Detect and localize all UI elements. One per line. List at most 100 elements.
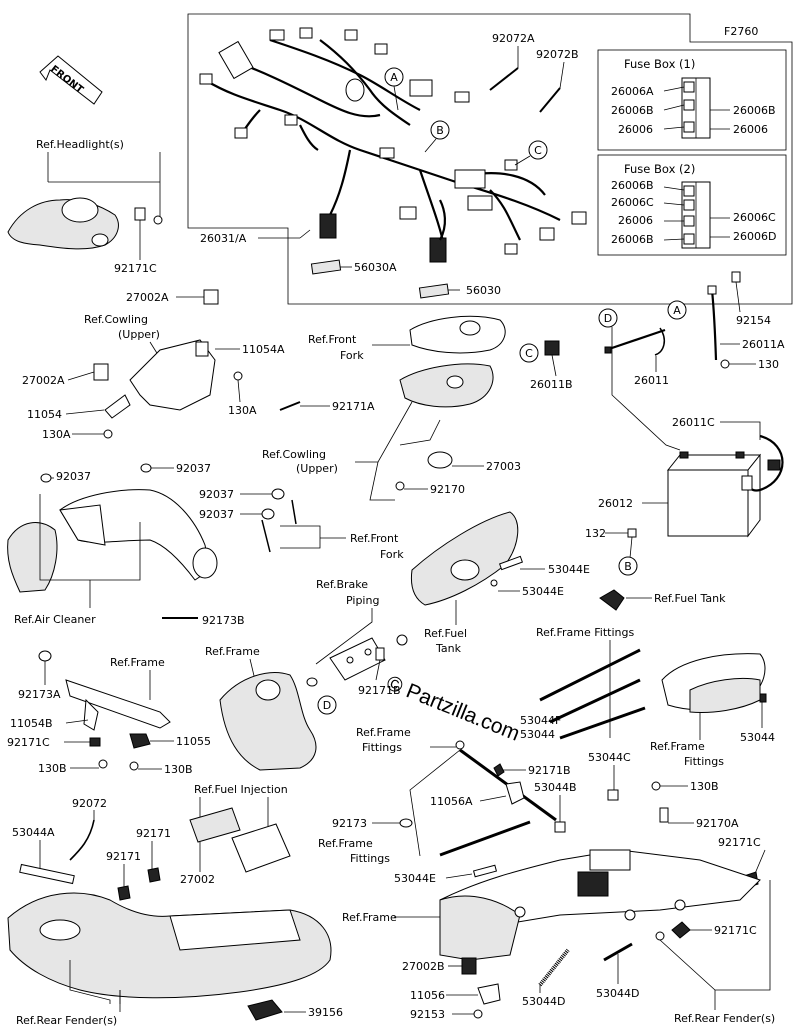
svg-text:C: C <box>534 144 542 157</box>
part-92153-bolt[interactable] <box>473 1009 483 1019</box>
air-cleaner-assembly[interactable] <box>7 489 218 593</box>
part-130A-bolt-b[interactable] <box>233 371 243 381</box>
front-fork-bracket[interactable] <box>395 315 506 491</box>
part-92037-grommet-a[interactable] <box>40 473 52 483</box>
fuse-box-1-left-1: 26006B <box>611 104 654 117</box>
part-27002A-lower[interactable] <box>93 363 109 381</box>
part-53044E-pad-c[interactable] <box>472 864 498 878</box>
svg-text:A: A <box>390 71 398 84</box>
label-92072A: 92072A <box>492 32 535 45</box>
label-92154: 92154 <box>736 314 771 327</box>
part-53044B-pad[interactable] <box>554 821 566 833</box>
label-53044F: 53044F <box>520 714 561 727</box>
label-27003: 27003 <box>486 460 521 473</box>
label-11054: 11054 <box>27 408 62 421</box>
brake-piping-clamp[interactable] <box>306 634 408 687</box>
ecu-unit[interactable] <box>189 807 291 873</box>
label-92171-b: 92171 <box>106 850 141 863</box>
fuse-box-2-right-0: 26006C <box>733 211 776 224</box>
label-53044E-c: 53044E <box>394 872 436 885</box>
label-92037-d: 92037 <box>199 508 234 521</box>
label-53044C: 53044C <box>588 751 631 764</box>
label-26012: 26012 <box>598 497 633 510</box>
part-53044C-pad[interactable] <box>607 789 619 801</box>
headlight-assembly[interactable] <box>7 197 163 250</box>
frame-fitting-rails[interactable] <box>539 648 646 740</box>
label-26011A: 26011A <box>742 338 785 351</box>
label-27002A-a: 27002A <box>126 291 169 304</box>
label-92171C-c: 92171C <box>718 836 761 849</box>
label-53044-a: 53044 <box>520 728 555 741</box>
part-92173-tie[interactable] <box>399 818 413 828</box>
label-92171B-b: 92171B <box>528 764 571 777</box>
fork-clip[interactable] <box>261 499 297 553</box>
label-130A-a: 130A <box>42 428 71 441</box>
part-92171-clip-a[interactable] <box>147 867 161 883</box>
fuel-tank-bracket[interactable] <box>599 589 625 611</box>
part-92154-bolt[interactable] <box>731 271 741 283</box>
part-53044A-pad[interactable] <box>19 863 75 885</box>
fuse-box-2-left-1: 26006C <box>611 196 654 209</box>
part-frame-fitting-bolt[interactable] <box>455 740 465 750</box>
storage-tray[interactable] <box>661 653 767 713</box>
part-26011C-cable[interactable] <box>741 434 784 492</box>
rear-fender-assembly[interactable] <box>7 892 332 999</box>
label-ref-fuel-injection: Ref.Fuel Injection <box>194 783 288 796</box>
fuse-box-1-left-0: 26006A <box>611 85 654 98</box>
part-92171-clip-b[interactable] <box>117 885 131 901</box>
part-92170A-bolt[interactable] <box>659 807 669 823</box>
part-11056-bracket[interactable] <box>477 983 501 1005</box>
part-11056A-bracket[interactable] <box>505 781 525 805</box>
part-92072B-strap[interactable] <box>539 61 565 113</box>
part-27002B-relay[interactable] <box>461 957 477 975</box>
fuse-box-1[interactable]: Fuse Box (1) 26006A 26006B 26006 26006B … <box>597 49 787 151</box>
part-92171B-clip[interactable] <box>493 763 505 777</box>
label-ref-cowling-upper-1b: (Upper) <box>118 328 160 341</box>
part-56030A-pad[interactable] <box>310 259 342 275</box>
part-130B-bolt-b[interactable] <box>129 761 139 771</box>
part-53044E-pad-a[interactable] <box>498 555 524 571</box>
part-26011B[interactable] <box>544 340 560 356</box>
part-53044D-tape-a[interactable] <box>538 948 570 987</box>
cowling-bracket[interactable] <box>104 339 216 419</box>
label-ref-front-fork-2a: Ref.Front <box>350 532 399 545</box>
part-53044D-tape-b[interactable] <box>603 942 633 962</box>
part-92171C-clip-b[interactable] <box>89 737 101 747</box>
callout-C-top: C <box>514 140 548 166</box>
part-130B-bolt-c[interactable] <box>651 781 661 791</box>
part-92037-grommet-d[interactable] <box>261 508 275 520</box>
part-130B-bolt-a[interactable] <box>98 759 108 769</box>
fuel-tank-underside[interactable] <box>410 511 519 606</box>
label-53044A: 53044A <box>12 826 55 839</box>
battery-cables[interactable] <box>604 285 718 361</box>
part-92171C-clip-d[interactable] <box>671 921 691 939</box>
label-ref-frame-1: Ref.Frame <box>205 645 260 658</box>
label-130B-b: 130B <box>164 763 193 776</box>
part-39156-pad[interactable] <box>247 999 283 1021</box>
part-92072A-strap[interactable] <box>489 46 519 91</box>
rear-subframe[interactable] <box>439 849 761 961</box>
label-92173A: 92173A <box>18 688 61 701</box>
label-53044E-a: 53044E <box>548 563 590 576</box>
label-ref-front-fork-1b: Fork <box>340 349 364 362</box>
part-92171A-tie[interactable] <box>279 401 330 411</box>
main-wire-harness[interactable] <box>199 27 587 263</box>
part-132-bolt[interactable] <box>627 528 637 538</box>
part-130-bolt[interactable] <box>720 359 730 369</box>
fuse-box-2[interactable]: Fuse Box (2) 26006B 26006C 26006 26006B … <box>597 154 787 256</box>
side-rail-bracket[interactable] <box>38 650 171 749</box>
part-92037-grommet-c[interactable] <box>271 488 285 500</box>
fuse-box-2-left-2: 26006 <box>618 214 653 227</box>
label-11056: 11056 <box>410 989 445 1002</box>
frame-head-section[interactable] <box>219 672 317 771</box>
part-rear-fender-bolt[interactable] <box>655 931 665 941</box>
battery-26012[interactable] <box>666 451 762 538</box>
callout-B-top: B <box>424 120 450 153</box>
part-92037-grommet-b[interactable] <box>140 463 152 473</box>
part-27002A-upper[interactable] <box>203 289 219 305</box>
part-130A-bolt-a[interactable] <box>103 429 113 439</box>
part-92072-tie[interactable] <box>69 819 95 861</box>
fuse-box-2-title: Fuse Box (2) <box>624 162 695 176</box>
part-56030-pad[interactable] <box>418 283 450 299</box>
